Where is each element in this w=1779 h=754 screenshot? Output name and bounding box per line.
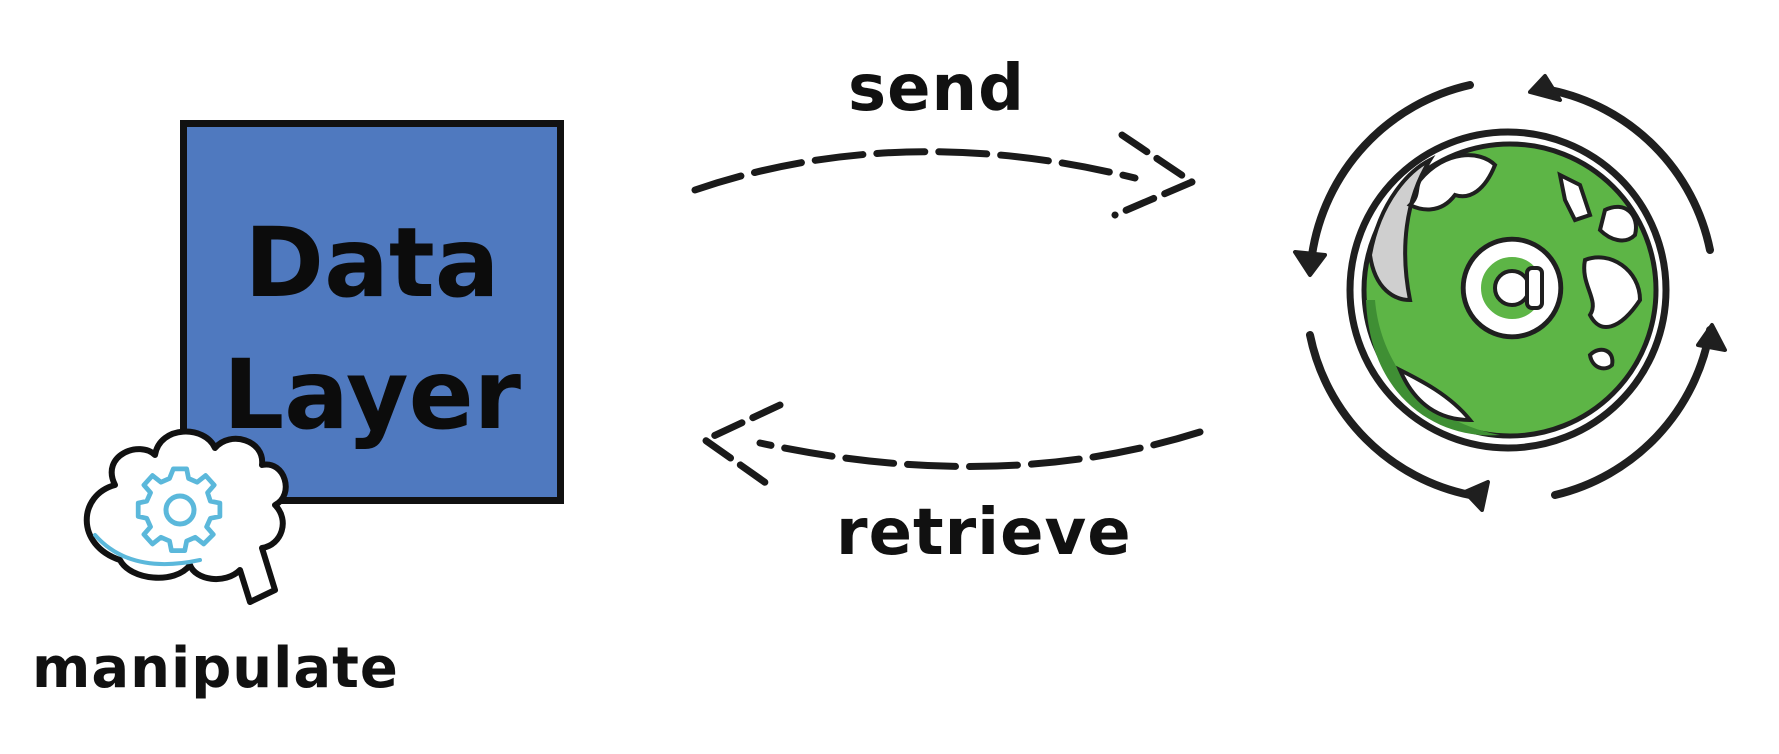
refresh-arrowheads — [1293, 74, 1727, 512]
retrieve-label: retrieve — [836, 496, 1132, 570]
manipulate-label: manipulate — [32, 636, 399, 701]
refresh-arrows-icon — [1306, 81, 1714, 499]
retrieve-arrow — [701, 401, 1204, 492]
at-symbol — [1460, 236, 1564, 340]
globe-at-icon — [1346, 128, 1670, 452]
send-label: send — [848, 52, 1025, 126]
gear-icon — [135, 466, 223, 553]
send-arrow — [691, 131, 1196, 219]
cloud-gear-icon — [83, 428, 289, 605]
data-layer-title: Data Layer — [222, 207, 522, 451]
